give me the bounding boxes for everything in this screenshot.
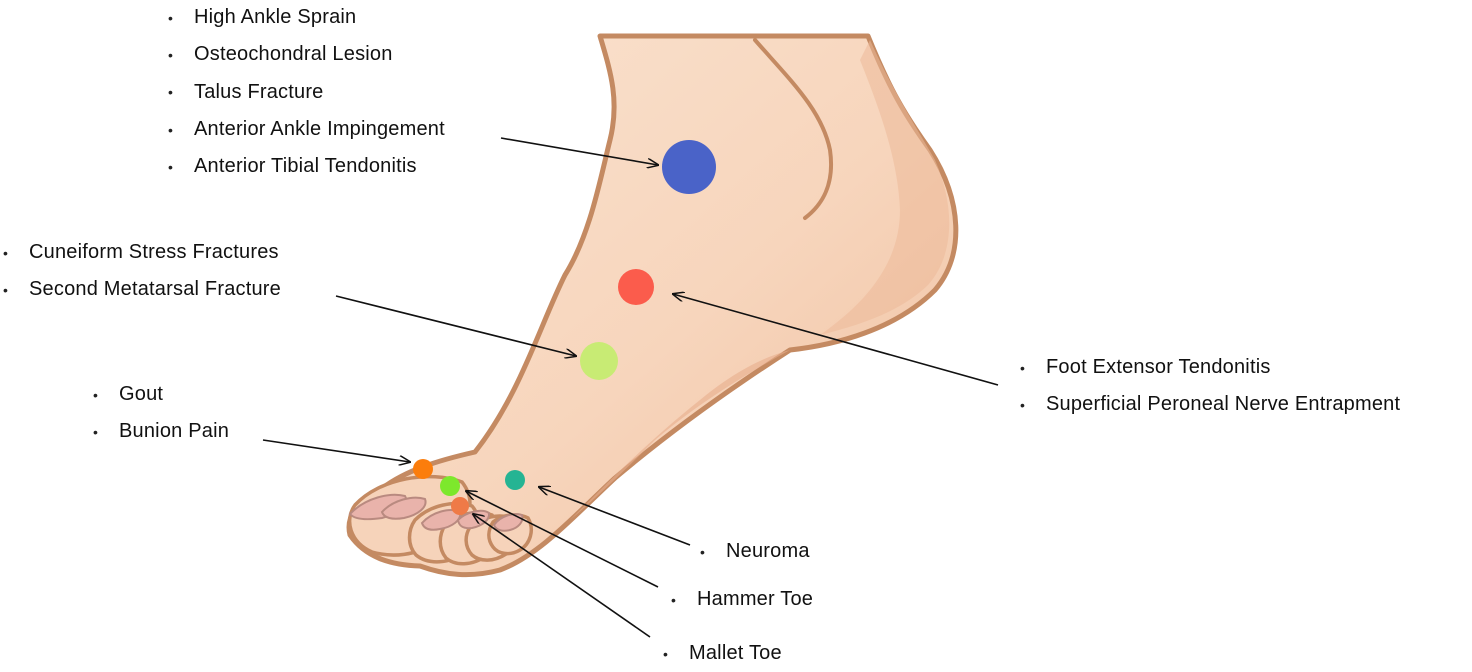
condition-text: Neuroma <box>726 540 810 563</box>
marker-bunion[interactable] <box>413 459 433 479</box>
neuroma-conditions-list: •Neuroma <box>700 533 810 570</box>
condition-text: Mallet Toe <box>689 642 782 665</box>
marker-midfoot[interactable] <box>580 342 618 380</box>
bullet-icon: • <box>1020 397 1046 413</box>
marker-ankle[interactable] <box>662 140 716 194</box>
condition-text: Anterior Tibial Tendonitis <box>194 155 417 178</box>
condition-label: •Bunion Pain <box>93 413 229 450</box>
bullet-icon: • <box>168 159 194 175</box>
bullet-icon: • <box>3 245 29 261</box>
mallet-toe-conditions-list: •Mallet Toe <box>663 635 782 672</box>
marker-hammer-toe[interactable] <box>440 476 460 496</box>
condition-label: •Talus Fracture <box>168 74 445 111</box>
condition-text: Bunion Pain <box>119 420 229 443</box>
condition-text: Gout <box>119 383 163 406</box>
condition-text: Foot Extensor Tendonitis <box>1046 356 1271 379</box>
condition-label: •Foot Extensor Tendonitis <box>1020 349 1400 386</box>
bullet-icon: • <box>168 10 194 26</box>
bullet-icon: • <box>1020 360 1046 376</box>
bullet-icon: • <box>168 84 194 100</box>
condition-text: Anterior Ankle Impingement <box>194 118 445 141</box>
condition-label: •Hammer Toe <box>671 581 813 618</box>
arrow-bunion <box>263 440 410 462</box>
bullet-icon: • <box>671 592 697 608</box>
condition-label: •Superficial Peroneal Nerve Entrapment <box>1020 386 1400 423</box>
condition-label: •Gout <box>93 376 229 413</box>
condition-label: •Mallet Toe <box>663 635 782 672</box>
ankle-conditions-list: •High Ankle Sprain•Osteochondral Lesion•… <box>168 0 445 185</box>
marker-top-of-foot[interactable] <box>618 269 654 305</box>
big-toe-conditions-list: •Gout•Bunion Pain <box>93 376 229 451</box>
bullet-icon: • <box>93 387 119 403</box>
condition-label: •Anterior Tibial Tendonitis <box>168 148 445 185</box>
condition-text: Cuneiform Stress Fractures <box>29 241 279 264</box>
condition-label: •Cuneiform Stress Fractures <box>3 234 281 271</box>
bullet-icon: • <box>168 122 194 138</box>
condition-text: Superficial Peroneal Nerve Entrapment <box>1046 393 1400 416</box>
marker-neuroma[interactable] <box>505 470 525 490</box>
bullet-icon: • <box>663 646 689 662</box>
condition-label: •High Ankle Sprain <box>168 0 445 36</box>
hammer-toe-conditions-list: •Hammer Toe <box>671 581 813 618</box>
condition-text: Osteochondral Lesion <box>194 43 393 66</box>
top-of-foot-conditions-list: •Foot Extensor Tendonitis•Superficial Pe… <box>1020 349 1400 424</box>
marker-mallet-toe[interactable] <box>451 497 469 515</box>
bullet-icon: • <box>3 282 29 298</box>
arrow-mallet-toe <box>473 514 650 637</box>
condition-label: •Osteochondral Lesion <box>168 36 445 73</box>
condition-text: Hammer Toe <box>697 588 813 611</box>
condition-text: Talus Fracture <box>194 81 324 104</box>
midfoot-conditions-list: •Cuneiform Stress Fractures•Second Metat… <box>3 234 281 309</box>
condition-label: •Neuroma <box>700 533 810 570</box>
bullet-icon: • <box>93 424 119 440</box>
condition-text: High Ankle Sprain <box>194 6 356 29</box>
condition-label: •Second Metatarsal Fracture <box>3 271 281 308</box>
bullet-icon: • <box>168 47 194 63</box>
condition-text: Second Metatarsal Fracture <box>29 278 281 301</box>
condition-label: •Anterior Ankle Impingement <box>168 111 445 148</box>
bullet-icon: • <box>700 544 726 560</box>
